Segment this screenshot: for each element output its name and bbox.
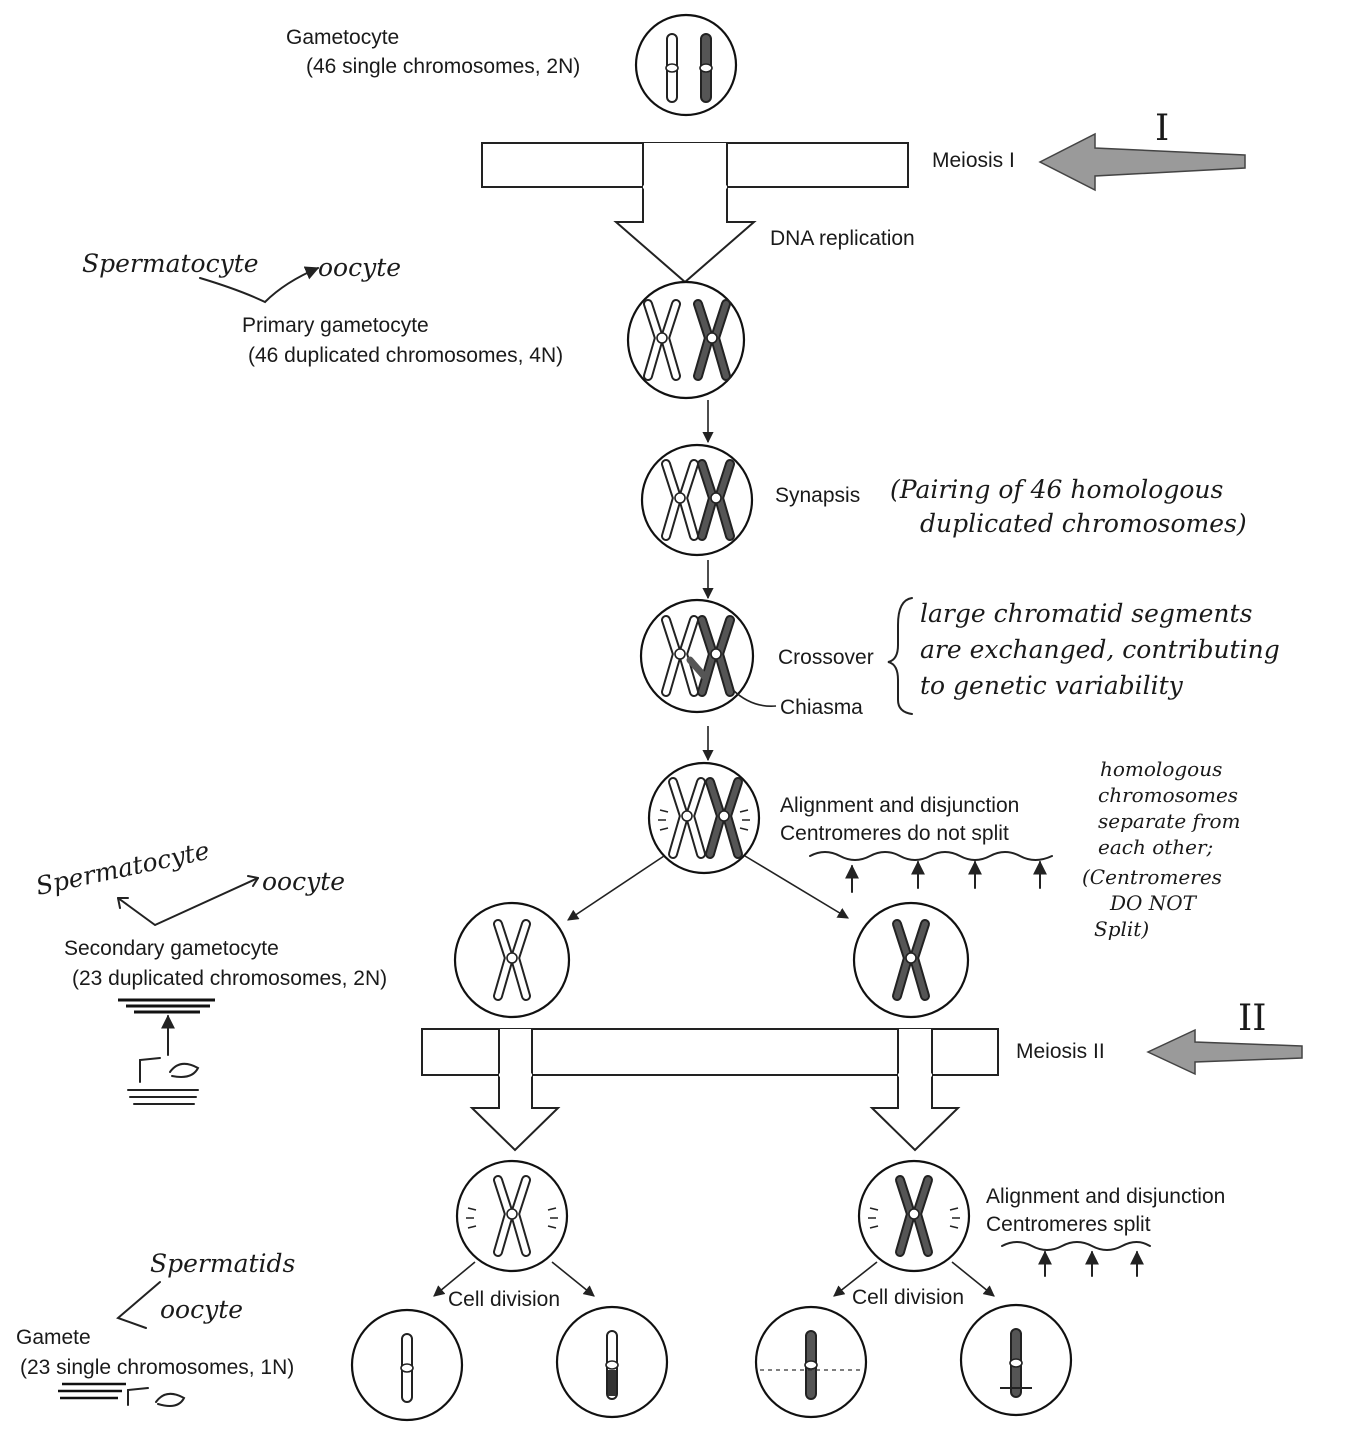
secondary-gametocyte-left-cell: [453, 901, 571, 1019]
crossover-note-line1: large chromatid segments: [920, 599, 1252, 628]
gamete-cell-2: [555, 1305, 669, 1419]
gametocyte-label: Gametocyte: [286, 26, 399, 49]
arrow-division-left-b: [551, 1261, 595, 1297]
synapsis-cell: [640, 443, 754, 557]
gamete-cell-3: [754, 1305, 868, 1419]
secondary-gametocyte-right-cell: [852, 901, 970, 1019]
roman-2-note: II: [1238, 998, 1266, 1039]
arrow-division-left-a: [433, 1261, 476, 1297]
crossover-cell: [639, 598, 755, 714]
homolog-note-line3: separate from: [1098, 809, 1241, 833]
gametocyte-sub-label: (46 single chromosomes, 2N): [306, 55, 580, 78]
homolog-note-line1: homologous: [1100, 757, 1222, 781]
homolog-note-line6: DO NOT: [1109, 891, 1198, 915]
homolog-note-line7: Split): [1094, 917, 1149, 941]
gamete-sub-label: (23 single chromosomes, 1N): [20, 1356, 294, 1379]
handwritten-branch-arrow-mid: [117, 877, 259, 926]
spermatocyte-top-note: Spermatocyte: [82, 249, 259, 278]
meiosis2-label: Meiosis II: [1016, 1040, 1105, 1063]
meiosis2-pointer-arrow: [1146, 1028, 1303, 1076]
meiosis2-left-cell: [455, 1159, 569, 1273]
meiosis1-bar: [481, 142, 909, 284]
alignment1-underline: [809, 851, 1053, 861]
synapsis-note-line1: (Pairing of 46 homologous: [890, 475, 1223, 504]
alignment1-up-arrows: [845, 860, 1047, 893]
homolog-note-line5: (Centromeres: [1082, 865, 1222, 889]
primary-gametocyte-cell: [626, 280, 746, 400]
crossover-brace: [887, 597, 913, 715]
cell-division-right-label: Cell division: [852, 1286, 964, 1309]
synapsis-note-line2: duplicated chromosomes): [920, 509, 1247, 538]
secondary-gametocyte-label: Secondary gametocyte: [64, 937, 279, 960]
crossover-label: Crossover: [778, 646, 874, 669]
handwritten-marks-bottom: [58, 1382, 186, 1407]
alignment1-sub-label: Centromeres do not split: [780, 822, 1009, 845]
spermatocyte-mid-note: Spermatocyte: [33, 836, 212, 901]
meiosis1-pointer-arrow: [1038, 132, 1246, 192]
chiasma-label: Chiasma: [780, 696, 863, 719]
primary-gametocyte-sub-label: (46 duplicated chromosomes, 4N): [248, 344, 563, 367]
oocyte-top-note: oocyte: [318, 253, 401, 282]
alignment2-underline: [1001, 1241, 1151, 1251]
homolog-note-line4: each other;: [1098, 835, 1213, 859]
oocyte-bottom-note: oocyte: [160, 1295, 243, 1324]
handwritten-branch-arrow-bottom: [116, 1281, 161, 1329]
meiosis2-right-cell: [857, 1159, 971, 1273]
handwritten-branch-arrow: [199, 266, 320, 304]
chromosome-light: [665, 33, 679, 103]
spermatids-note: Spermatids: [150, 1249, 295, 1278]
secondary-gametocyte-sub-label: (23 duplicated chromosomes, 2N): [72, 967, 387, 990]
alignment2-label: Alignment and disjunction: [986, 1185, 1225, 1208]
arrow-to-secondary-left: [567, 855, 665, 921]
cell-division-left-label: Cell division: [448, 1288, 560, 1311]
dna-replication-label: DNA replication: [770, 227, 915, 250]
handwritten-marks-mid: [118, 998, 215, 1105]
alignment1-label: Alignment and disjunction: [780, 794, 1019, 817]
chromosome-dark: [699, 33, 713, 103]
gamete-cell-4: [959, 1303, 1073, 1417]
crossover-note-line2: are exchanged, contributing: [920, 635, 1280, 664]
gametocyte-cell: [634, 13, 738, 117]
alignment2-sub-label: Centromeres split: [986, 1213, 1151, 1236]
roman-1-note: I: [1155, 108, 1169, 149]
meiosis1-label: Meiosis I: [932, 149, 1015, 172]
chiasma-pointer: [732, 689, 777, 707]
meiosis2-bar: [421, 1028, 999, 1152]
arrow-to-secondary-right: [744, 855, 849, 919]
arrow-division-right-b: [951, 1261, 995, 1297]
alignment2-up-arrows: [1038, 1250, 1144, 1277]
gamete-cell-1: [350, 1308, 464, 1422]
arrow-division-right-a: [833, 1261, 878, 1297]
gamete-label: Gamete: [16, 1326, 91, 1349]
crossover-note-line3: to genetic variability: [920, 671, 1184, 700]
homolog-note-line2: chromosomes: [1098, 783, 1238, 807]
alignment1-cell: [647, 761, 761, 875]
primary-gametocyte-label: Primary gametocyte: [242, 314, 429, 337]
oocyte-mid-note: oocyte: [262, 867, 345, 896]
synapsis-label: Synapsis: [775, 484, 860, 507]
